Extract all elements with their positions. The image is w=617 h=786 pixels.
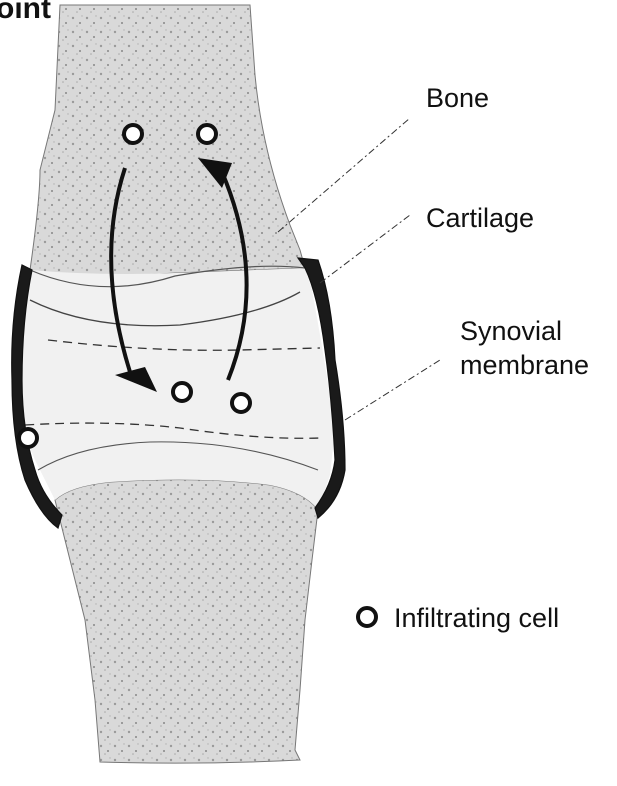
infiltrating-cell — [19, 429, 37, 447]
legend: Infiltrating cell — [358, 603, 559, 633]
upper-bone — [30, 5, 305, 282]
cartilage-leader-line — [320, 215, 410, 283]
title-fragment: oint — [0, 0, 51, 25]
label-bone: Bone — [426, 83, 489, 113]
label-synovial-line2: membrane — [460, 350, 589, 380]
infiltrating-cell — [173, 383, 191, 401]
label-cartilage: Cartilage — [426, 203, 534, 233]
legend-label: Infiltrating cell — [394, 603, 559, 633]
infiltrating-cell — [232, 394, 250, 412]
legend-cell-icon — [358, 608, 376, 626]
infiltrating-cell — [198, 125, 216, 143]
lower-bone — [55, 480, 318, 764]
label-synovial-line1: Synovial — [460, 316, 562, 346]
bone-leader-line — [278, 118, 410, 232]
infiltrating-cell — [124, 125, 142, 143]
synovial-leader-line — [345, 360, 440, 420]
